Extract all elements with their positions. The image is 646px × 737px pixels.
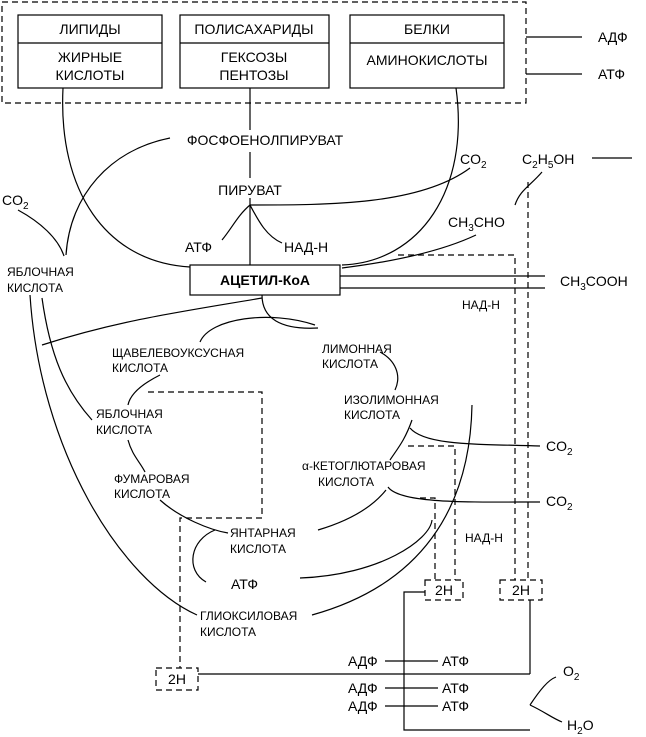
malic-left-to-glyoxylic-line [29,294,198,616]
isocitric-2: КИСЛОТА [344,408,400,422]
malic-left-to-cycle-malic-line [41,297,93,421]
proteins-line1: АМИНОКИСЛОТЫ [367,52,488,68]
succinic-atp-loop [192,529,216,583]
h2o-label: H2O [567,717,594,737]
succinic-1: ЯНТАРНАЯ [230,526,296,540]
pyruvate-atp-label: АТФ [185,239,212,255]
adp-3: АДФ [348,698,378,714]
o2-line [529,676,557,706]
pyruvate-nadh-label: НАД-Н [284,239,328,255]
atp-to-keto-line [299,519,433,579]
malic-2: КИСЛОТА [96,423,152,437]
adp-label-top: АДФ [598,29,628,45]
citric-2: КИСЛОТА [322,357,378,371]
keto-dashed-line [420,497,436,580]
ketoglutaric-1: α-КЕТОГЛЮТАРОВАЯ [302,459,426,473]
malic-left-to-acetyl-line [41,297,263,346]
h2-right-label: 2Н [512,582,530,598]
acetyl-to-citric-line [261,294,319,329]
isocitric-dashed-line [408,445,456,580]
glyoxylic-to-isocitric-line [311,404,473,616]
atp-2: АТФ [442,680,469,696]
co2-left-line [17,209,65,257]
atp-label-top: АТФ [598,66,625,82]
lipids-line1: ЖИРНЫЕ [58,49,122,65]
adp-2: АДФ [348,680,378,696]
o2-label: O2 [563,663,580,683]
malic-left-1: ЯБЛОЧНАЯ [7,265,74,279]
malic-to-fumaric-line [127,439,146,473]
keto-to-succinic-line [317,489,387,531]
h2-box-left [155,667,199,691]
lipids-title: ЛИПИДЫ [59,21,120,37]
citric-1: ЛИМОННАЯ [322,342,392,356]
oxaloacetic-2: КИСЛОТА [112,361,168,375]
nadh-right-label: НАД-Н [462,298,500,312]
polysaccharides-box [179,14,330,89]
h2-box-right [499,579,543,601]
cycle-top-arc [199,316,316,343]
fumaric-2: КИСЛОТА [114,487,170,501]
pyruvate-atp-branch [221,204,251,241]
h2-left-label: 2Н [168,671,186,687]
acetic-acid-label: CH3COOH [560,273,628,293]
acetyl-acetaldehyde-line [341,234,477,269]
ethanol-label: C2H5OH [522,151,574,171]
proteins-to-acetyl-line [341,87,459,266]
oxaloacetic-dashed-line [148,391,263,668]
fumaric-1: ФУМАРОВАЯ [114,472,190,486]
atp-3: АТФ [442,698,469,714]
pep-label: ФОСФОЕНОЛПИРУВАТ [187,132,344,148]
acetyl-coa-label: АЦЕТИЛ-КоА [220,272,310,288]
lipids-to-acetyl-line [62,87,191,268]
h2o-line [529,704,563,723]
acetyl-coa-box [189,264,341,296]
h2-middle-label: 2Н [435,582,453,598]
pyruvate-nadh-branch [249,204,283,244]
ketoglutaric-2: КИСЛОТА [318,475,374,489]
pep-to-malic-line [65,137,171,256]
cycle-nadh-label: НАД-Н [465,531,503,545]
proteins-title: БЕЛКИ [404,21,450,37]
isocitric-to-keto-line [389,419,413,461]
isocitric-1: ИЗОЛИМОННАЯ [344,393,439,407]
co2-top-label: CO2 [460,151,487,171]
malic-left-2: КИСЛОТА [7,281,63,295]
acetaldehyde-label: CH3CHO [448,214,505,234]
adp-1: АДФ [348,653,378,669]
sources-group-frame [1,1,527,104]
proteins-box [349,14,505,89]
cycle-atp-label: АТФ [231,576,258,592]
isocitric-co2-line [409,427,541,447]
polysaccharides-line1: ГЕКСОЗЫ [221,49,287,65]
h2-box-middle [424,579,464,601]
citric-to-isocitric-line [379,351,399,391]
polysaccharides-line2: ПЕНТОЗЫ [219,67,288,83]
pyruvate-label: ПИРУВАТ [218,182,282,198]
fumaric-to-succinic-line [159,499,229,534]
polysaccharides-title: ПОЛИСАХАРИДЫ [194,21,313,37]
oxaloacetic-to-malic-line [127,374,161,406]
atp-1: АТФ [442,653,469,669]
co2-cycle-a: CO2 [546,438,573,458]
co2-left-label: CO2 [2,192,29,212]
lipids-box [17,14,163,89]
pyruvate-co2-branch [249,167,471,206]
succinic-2: КИСЛОТА [230,542,286,556]
glyoxylic-1: ГЛИОКСИЛОВАЯ [200,609,297,623]
acetaldehyde-ethanol-line [514,171,543,206]
lipids-line2: КИСЛОТЫ [56,67,125,83]
oxaloacetic-1: ЩАВЕЛЕВОУКСУСНАЯ [112,346,244,360]
malic-1: ЯБЛОЧНАЯ [96,407,163,421]
keto-co2-line [387,486,541,503]
acetaldehyde-dashed-line [398,254,516,580]
glyoxylic-2: КИСЛОТА [200,625,256,639]
co2-cycle-b: CO2 [546,493,573,513]
